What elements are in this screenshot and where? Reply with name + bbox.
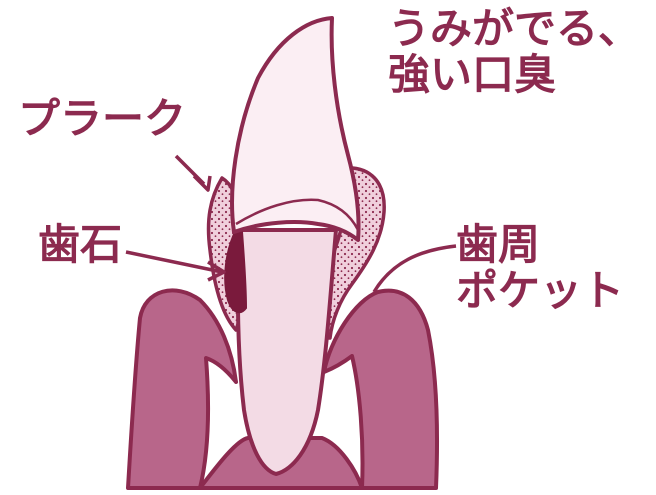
calculus-leader	[125, 250, 223, 274]
pus-label-line2: 強い口臭	[388, 50, 557, 99]
gum-right	[322, 288, 440, 490]
plaque-label: プラーク	[18, 94, 187, 143]
pocket-leader	[372, 244, 457, 293]
calculus-deposit	[224, 228, 248, 314]
pus-label-line1: うみがでる、	[388, 4, 641, 53]
tooth-crown	[230, 16, 361, 242]
pocket-label-line1: 歯周	[456, 220, 541, 269]
calculus-label: 歯石	[38, 220, 123, 269]
plaque-leader-arrow	[192, 174, 212, 192]
pocket-label-line2: ポケット	[456, 266, 625, 315]
pus-bad-breath-label: うみがでる、 強い口臭	[388, 6, 650, 98]
gum-left	[126, 288, 238, 490]
plaque-right	[320, 166, 386, 340]
periodontal-pocket-label: 歯周 ポケット	[456, 222, 624, 314]
calculus-leader-arrow	[207, 260, 226, 282]
tooth-root	[235, 228, 338, 476]
enamel-line	[235, 198, 360, 231]
